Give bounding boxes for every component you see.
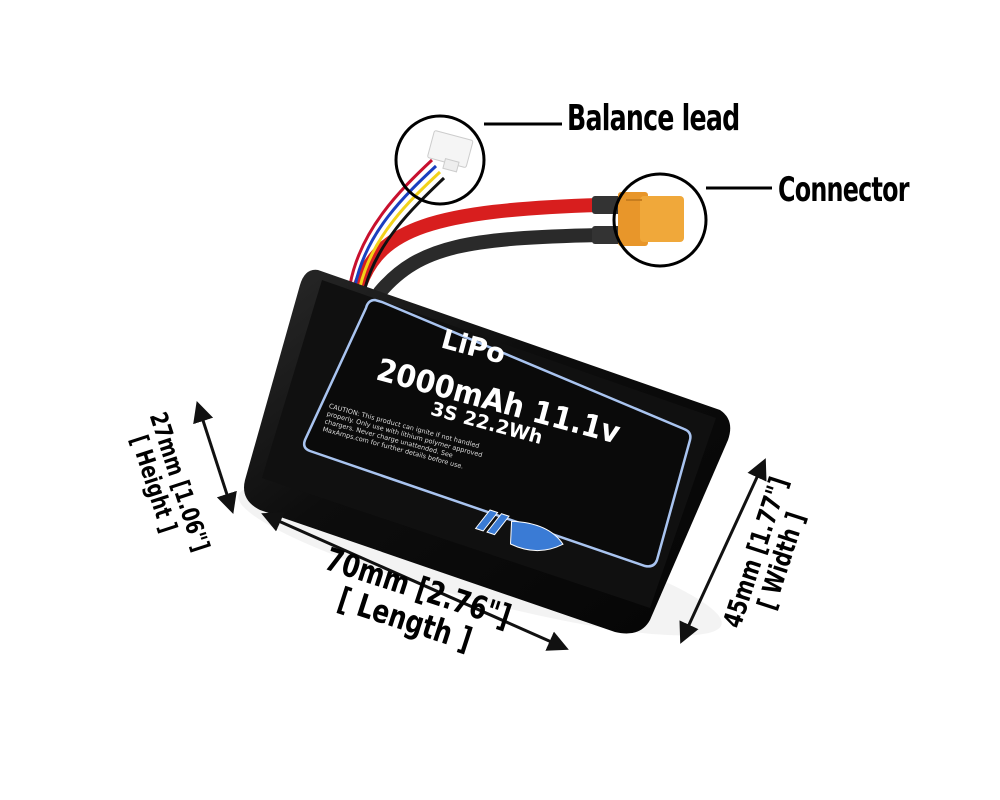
red-power-wire bbox=[353, 198, 607, 292]
length-dimension-arrow bbox=[261, 512, 569, 651]
balance-lead-callout-circle bbox=[394, 114, 486, 206]
xt60-connector bbox=[618, 192, 684, 246]
balance-lead-callout: Balance lead bbox=[567, 98, 740, 139]
black-power-wire bbox=[373, 228, 607, 299]
connector-callout-circle bbox=[612, 172, 708, 268]
connector-callout: Connector bbox=[778, 170, 910, 210]
battery-label-border bbox=[302, 298, 692, 568]
power-wires bbox=[353, 196, 626, 299]
width-dimension-arrow bbox=[679, 458, 767, 644]
balance-wires bbox=[348, 158, 446, 289]
balance-plug bbox=[427, 130, 474, 173]
height-dimension-arrow bbox=[193, 401, 237, 514]
